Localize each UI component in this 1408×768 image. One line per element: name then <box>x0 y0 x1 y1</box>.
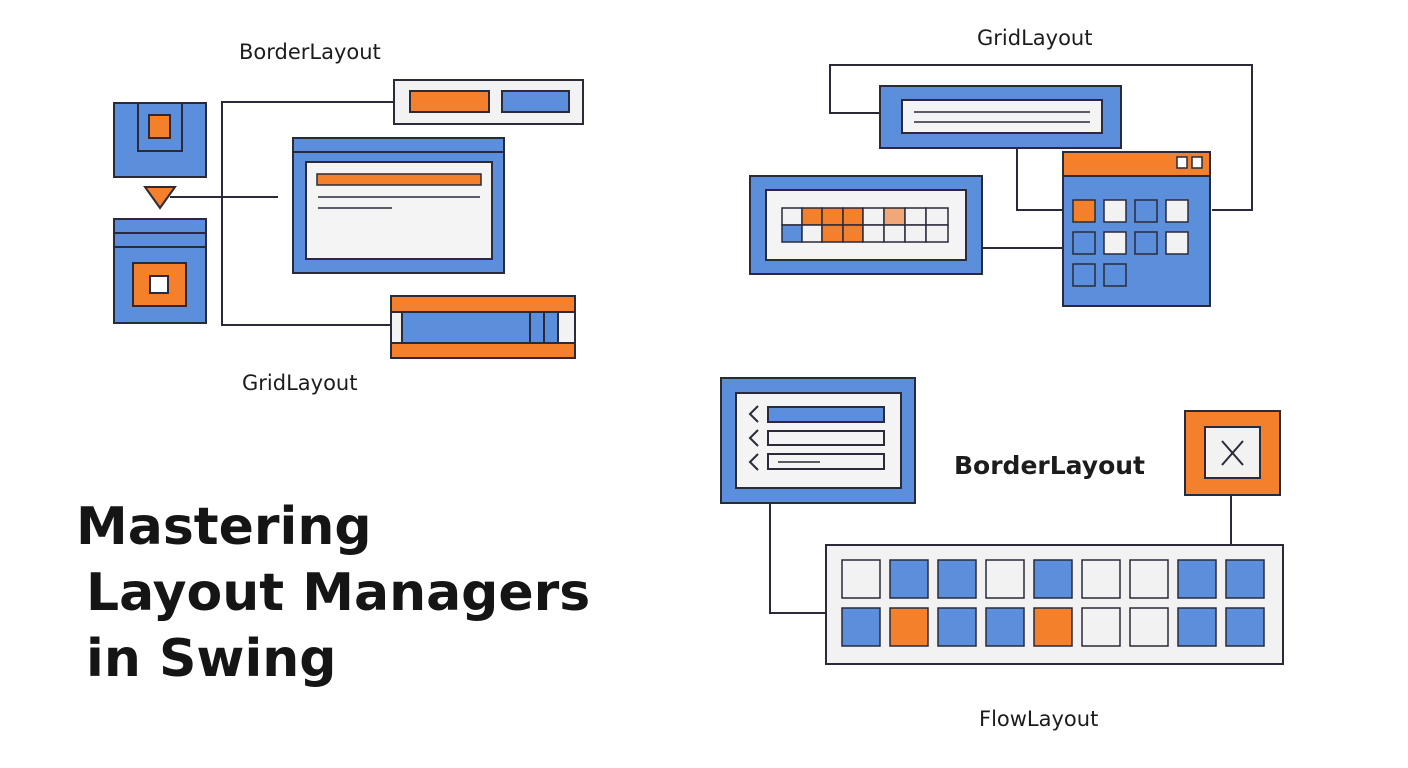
grid-cell <box>1165 231 1189 255</box>
text-field-panel <box>879 85 1122 149</box>
table-cell <box>862 224 885 243</box>
grid-layout-label-top: GridLayout <box>977 26 1093 50</box>
flow-cell <box>1225 559 1265 599</box>
grid-layout-label-left: GridLayout <box>242 371 358 395</box>
table-cell <box>883 224 906 243</box>
table-cell <box>801 224 823 243</box>
window-panel <box>292 137 505 274</box>
connector-top-loop <box>829 64 1253 211</box>
striped-bar-panel <box>390 295 576 359</box>
grid-cell <box>1103 231 1127 255</box>
flow-layout-label: FlowLayout <box>979 707 1099 731</box>
grid-cell <box>1134 231 1158 255</box>
chevron-left-icon <box>748 405 759 471</box>
flow-cell <box>841 607 881 647</box>
grid-cell <box>1072 231 1096 255</box>
close-x-icon <box>1184 410 1281 496</box>
grid-cell <box>1165 199 1189 223</box>
flow-cell <box>1129 559 1169 599</box>
title-line-3: in Swing <box>86 629 337 689</box>
flow-cell <box>985 607 1025 647</box>
table-cell <box>883 207 906 226</box>
flow-cells <box>841 559 1265 647</box>
flow-cell <box>1129 607 1169 647</box>
table-cell <box>842 207 864 226</box>
grid-cell <box>1103 199 1127 223</box>
grid-window-panel <box>1062 151 1211 307</box>
border-layout-box-bottom <box>113 218 207 324</box>
table-panel <box>749 175 983 275</box>
title-line-2: Layout Managers <box>86 563 591 623</box>
flow-layout-panel <box>825 544 1284 665</box>
grid-cell <box>1072 199 1096 223</box>
table-cell <box>801 207 823 226</box>
list-panel <box>720 377 916 504</box>
grid-cell <box>1134 199 1158 223</box>
flow-cell <box>841 559 881 599</box>
border-layout-label-right: BorderLayout <box>954 451 1145 480</box>
flow-cell <box>1177 559 1217 599</box>
connector-list-flow <box>769 503 826 614</box>
flow-cell <box>1081 607 1121 647</box>
flow-cell <box>985 559 1025 599</box>
flow-cell <box>1225 607 1265 647</box>
flow-cell <box>889 607 929 647</box>
title-line-1: Mastering <box>76 497 372 557</box>
table-cell <box>842 224 864 243</box>
grid-cell <box>1103 263 1127 287</box>
table-cell <box>925 224 949 243</box>
table-cell <box>862 207 885 226</box>
flow-cell <box>937 607 977 647</box>
table-cell <box>781 207 803 226</box>
page-title: Mastering Layout Managers in Swing <box>76 494 590 692</box>
flow-cell <box>1033 607 1073 647</box>
flow-cell <box>1177 607 1217 647</box>
flow-cell <box>1033 559 1073 599</box>
border-layout-label-top: BorderLayout <box>239 40 381 64</box>
connector-left-main <box>221 101 393 326</box>
border-layout-box-top <box>113 102 207 178</box>
table-cell <box>904 224 927 243</box>
table-cells <box>781 207 949 243</box>
down-arrow-icon <box>143 186 177 210</box>
connector-textfield-grid <box>1016 148 1063 211</box>
table-cell <box>821 224 844 243</box>
table-cell <box>821 207 844 226</box>
table-cell <box>904 207 927 226</box>
flow-cell <box>937 559 977 599</box>
grid-cells <box>1072 199 1189 287</box>
table-cell <box>925 207 949 226</box>
flow-cell <box>1081 559 1121 599</box>
connector-lines <box>170 64 1253 614</box>
table-cell <box>781 224 803 243</box>
toolbar-panel <box>393 79 584 125</box>
flow-cell <box>889 559 929 599</box>
grid-cell <box>1072 263 1096 287</box>
